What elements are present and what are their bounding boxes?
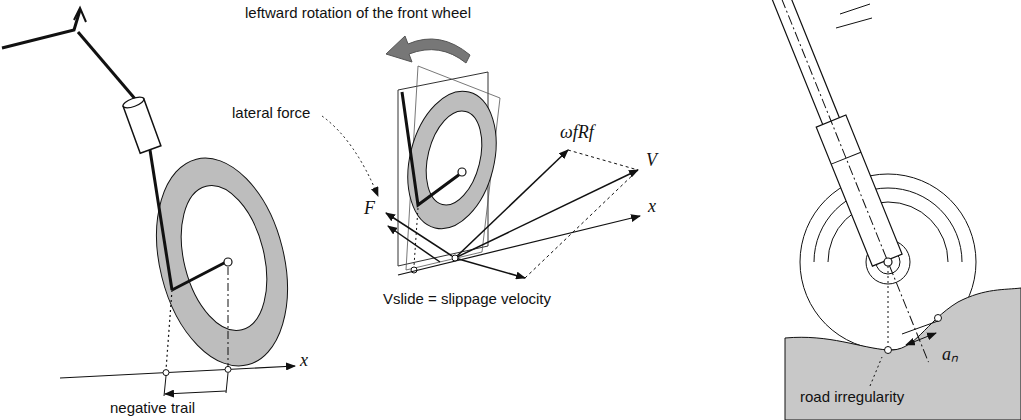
steering-axis bbox=[414, 208, 418, 266]
frame bbox=[2, 10, 80, 48]
parallelogram bbox=[525, 170, 638, 278]
damper-top bbox=[122, 95, 145, 110]
normal-line bbox=[902, 321, 938, 334]
frame-tip bbox=[74, 8, 86, 22]
axle bbox=[224, 258, 232, 266]
x-axis bbox=[60, 366, 295, 378]
label: lateral force bbox=[232, 104, 310, 121]
axle bbox=[884, 258, 892, 266]
slip-velocity bbox=[455, 258, 525, 278]
fork bbox=[150, 150, 172, 290]
fork-tube bbox=[767, 0, 844, 134]
lateral-force-arrow bbox=[386, 213, 452, 256]
velocity bbox=[455, 170, 638, 258]
ground-point bbox=[885, 347, 892, 354]
parallelogram bbox=[568, 150, 638, 170]
contact-point bbox=[452, 255, 458, 261]
label: x bbox=[648, 196, 656, 216]
label: V bbox=[646, 150, 657, 170]
label: ωfRf bbox=[560, 122, 594, 142]
contact-point bbox=[225, 366, 231, 372]
axle bbox=[458, 168, 466, 176]
dimension-arrow bbox=[906, 333, 936, 345]
left-wheel bbox=[136, 144, 308, 380]
leader-line bbox=[870, 357, 882, 386]
tire bbox=[394, 82, 509, 238]
damper bbox=[122, 95, 161, 153]
ground-point bbox=[163, 370, 169, 376]
label: road irregularity bbox=[800, 388, 904, 405]
rim bbox=[417, 105, 491, 211]
trail-arrow bbox=[165, 391, 226, 394]
fork bbox=[402, 92, 460, 205]
vertical-line bbox=[228, 267, 229, 368]
label: F bbox=[364, 198, 375, 218]
label: Vslide = slippage velocity bbox=[383, 290, 551, 307]
rolling-velocity bbox=[455, 150, 568, 258]
rotation-arrow bbox=[386, 36, 470, 63]
contact-point bbox=[935, 315, 942, 322]
label: x bbox=[300, 350, 308, 370]
lateral-force-arrow bbox=[388, 226, 440, 262]
x-axis bbox=[398, 216, 640, 275]
fork bbox=[760, 0, 943, 368]
rim bbox=[167, 177, 280, 340]
handle-line bbox=[836, 18, 872, 28]
trail-bracket bbox=[164, 376, 166, 396]
road bbox=[785, 288, 1021, 420]
fork-offset bbox=[172, 262, 226, 290]
vertical-line bbox=[888, 266, 889, 347]
steering-axis bbox=[775, 0, 929, 362]
steering-stem bbox=[78, 32, 136, 100]
label: aₙ bbox=[942, 344, 958, 364]
handle-line bbox=[840, 4, 870, 14]
label: leftward rotation of the front wheel bbox=[245, 4, 471, 21]
trail-bracket bbox=[226, 373, 228, 393]
leader-line bbox=[322, 116, 378, 196]
steering-axis bbox=[166, 290, 172, 370]
tire bbox=[136, 144, 308, 380]
label: negative trail bbox=[110, 399, 195, 416]
